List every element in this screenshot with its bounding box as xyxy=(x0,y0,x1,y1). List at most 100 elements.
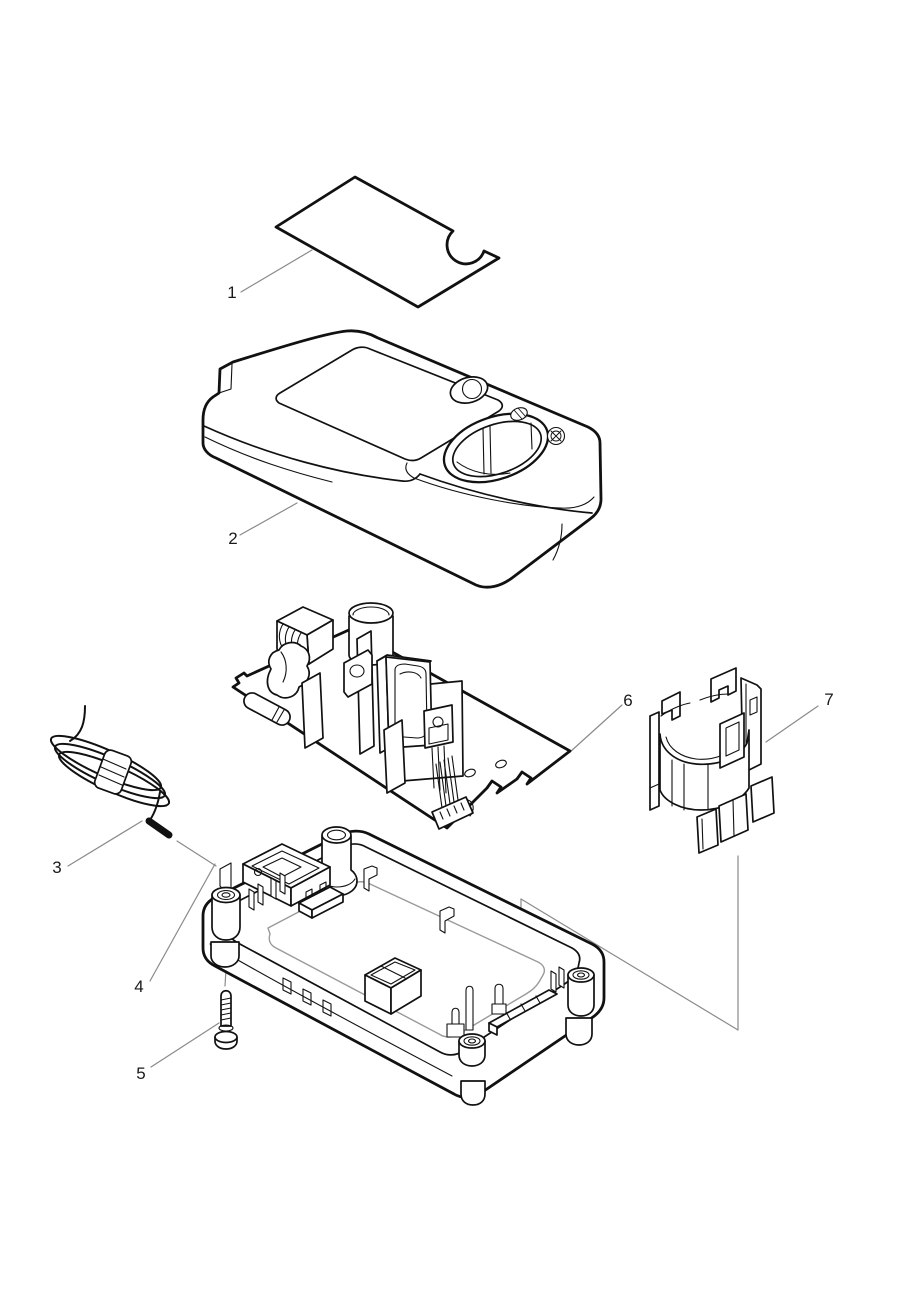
right-boss-body xyxy=(567,974,595,1017)
socket-plateau-edge xyxy=(405,462,595,509)
contact-box-inner-rim xyxy=(370,961,416,985)
sleeve-foot-3 xyxy=(750,776,775,823)
socket-opening-inner xyxy=(451,420,543,478)
leader-line-1 xyxy=(240,249,313,293)
cord-top-end xyxy=(69,705,86,742)
varistor xyxy=(266,641,311,699)
right-boss-ring xyxy=(572,970,590,980)
transistor-mid xyxy=(343,649,373,698)
left-boss-hole xyxy=(221,892,231,898)
cord-to-anchor-line xyxy=(176,840,217,867)
terminal-bar-notches xyxy=(305,881,327,899)
callout-6: 6 xyxy=(623,691,633,710)
rail-front xyxy=(488,1022,498,1036)
leader-line-3 xyxy=(67,820,143,867)
sleeve-foot-1-line xyxy=(701,818,704,850)
callout-3: 3 xyxy=(52,858,62,877)
contact-box-divider xyxy=(380,965,406,979)
led-hole xyxy=(461,378,483,400)
leader-line-4 xyxy=(149,863,216,982)
part-5-screw xyxy=(214,989,238,1050)
left-boss-top xyxy=(211,886,241,904)
part-3-power-cord xyxy=(49,705,173,839)
callout-7: 7 xyxy=(824,690,834,709)
socket-slot-line-3 xyxy=(530,422,533,450)
anchor-slot xyxy=(262,857,302,878)
varistor-inner-line xyxy=(280,651,287,683)
cover-screw-phillips-inner xyxy=(550,430,562,442)
pin-small xyxy=(451,1007,460,1025)
sleeve-center-tab xyxy=(710,667,737,703)
cover-waist-line-right xyxy=(419,473,593,514)
part-7-battery-contact-holder xyxy=(649,667,775,854)
pcb-hole-2 xyxy=(495,759,507,769)
rib-1 xyxy=(248,888,255,911)
callout-2: 2 xyxy=(228,529,238,548)
transistor-right-hole xyxy=(432,716,444,728)
right-boss-hole xyxy=(576,972,586,978)
leader-lines xyxy=(67,249,819,1068)
anchor-screw xyxy=(253,867,263,877)
cover-label-recess xyxy=(275,346,504,462)
contact-box-front-right xyxy=(390,969,422,1015)
leader-line-5 xyxy=(150,1022,220,1068)
fuse-capsule xyxy=(243,692,291,726)
rail-slots xyxy=(505,995,541,1020)
sleeve-window xyxy=(725,721,740,757)
front-boss-hole xyxy=(467,1038,477,1044)
screw-head-flange xyxy=(214,1030,238,1044)
sleeve-body xyxy=(659,729,750,811)
wall-slot-3 xyxy=(322,999,332,1017)
part-4-base-housing xyxy=(201,826,606,1106)
front-foot xyxy=(460,1080,486,1106)
pin-tall xyxy=(465,985,474,1031)
sleeve-ribs xyxy=(671,759,709,811)
leader-line-2 xyxy=(239,502,298,536)
cover-right-face-line xyxy=(552,523,563,561)
cover-front-highlight xyxy=(204,436,333,483)
leader-line-7 xyxy=(765,705,819,743)
transistor-mid-hole xyxy=(349,664,365,678)
rib-3 xyxy=(270,877,277,900)
part-1-label-sticker xyxy=(274,175,501,309)
bushing-top xyxy=(321,826,352,844)
socket-slot-line-1 xyxy=(482,427,485,475)
clip-bracket-1 xyxy=(363,865,378,892)
pin-stepped xyxy=(494,983,504,1005)
anchor-front-right-face xyxy=(290,866,331,907)
sleeve-left-pillar-foot xyxy=(649,783,660,789)
left-foot xyxy=(210,941,240,968)
wall-slot-1 xyxy=(282,977,292,995)
part-6-circuit-board xyxy=(231,602,572,830)
capacitor-top xyxy=(348,602,394,624)
sleeve-left-pillar xyxy=(649,711,660,811)
cover-screw-slotted-hatch xyxy=(513,407,527,420)
terminal-bar-right xyxy=(311,893,344,919)
pin-stepped-base xyxy=(491,1003,507,1015)
right-foot xyxy=(565,1017,593,1046)
small-plate-left xyxy=(301,672,324,749)
connector-wire-curl xyxy=(467,799,474,817)
projection-line-diagonal xyxy=(520,898,739,1031)
part-2-top-housing xyxy=(201,329,603,589)
sleeve-foot-2-line xyxy=(732,799,735,837)
clip-bracket-2 xyxy=(439,906,455,934)
front-boss-ring xyxy=(463,1036,481,1046)
wall-slot-2 xyxy=(302,988,312,1006)
rib-6 xyxy=(558,966,565,989)
connector-slots xyxy=(439,802,465,820)
anchor-inner-rim xyxy=(251,850,320,885)
cord-tip xyxy=(145,817,173,839)
fuse-band-lines xyxy=(271,706,285,723)
rib-5 xyxy=(550,970,557,993)
rib-4 xyxy=(279,872,286,895)
transistor-right-body xyxy=(428,723,449,745)
sleeve-foot-1 xyxy=(696,808,719,854)
pcb-hole-1 xyxy=(464,768,476,778)
cover-waist-line-left xyxy=(203,425,421,483)
right-boss-top xyxy=(567,967,595,983)
connector-wires xyxy=(435,755,459,809)
socket-floor-arc xyxy=(456,461,511,475)
